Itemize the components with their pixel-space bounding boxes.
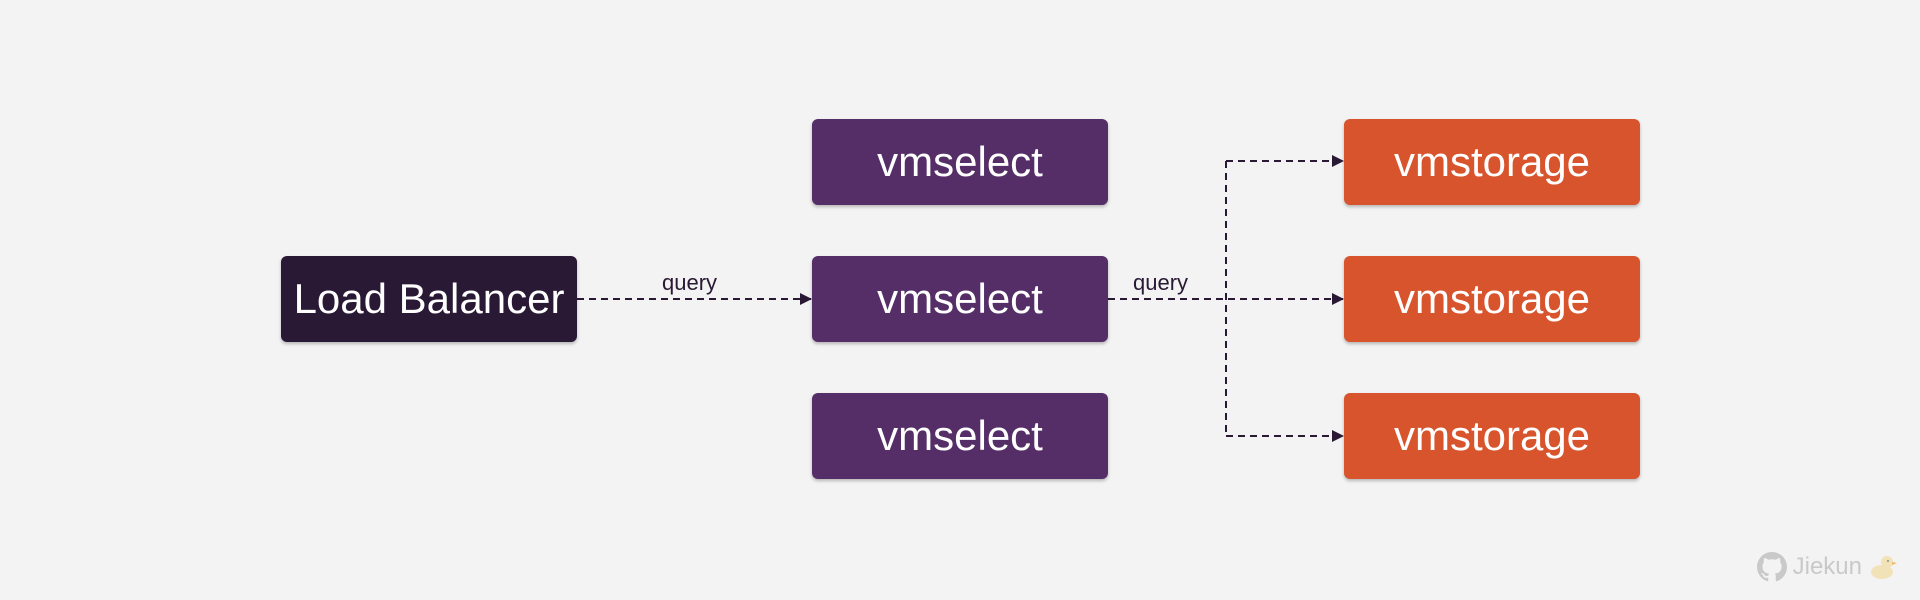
duck-icon	[1871, 556, 1897, 579]
vmselect-node-bottom: vmselect	[812, 393, 1108, 479]
vmselect-node-top: vmselect	[812, 119, 1108, 205]
vmstorage-node-top: vmstorage	[1344, 119, 1640, 205]
vmstorage-node-bottom: vmstorage	[1344, 393, 1640, 479]
vmstorage-node-middle: vmstorage	[1344, 256, 1640, 342]
load-balancer-node: Load Balancer	[281, 256, 577, 342]
watermark-text: Jiekun	[1792, 553, 1862, 580]
edge-label-lb-query: query	[662, 270, 718, 295]
vmselect-node-middle: vmselect	[812, 256, 1108, 342]
watermark: Jiekun	[1756, 552, 1898, 582]
github-icon	[1756, 552, 1787, 582]
edge-label-select-query: query	[1133, 270, 1189, 295]
